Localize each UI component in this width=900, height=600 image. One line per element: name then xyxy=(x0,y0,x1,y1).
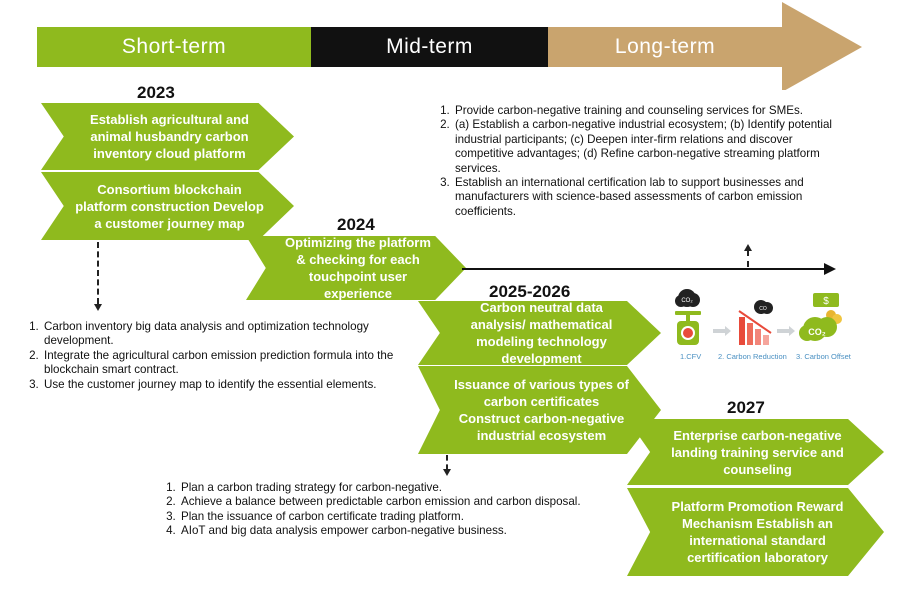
carbon-offset-icon: $ CO₂ xyxy=(799,293,842,341)
carbon-reduction-icon: CO xyxy=(738,300,773,345)
milestone-2023-cloud-platform: Establish agricultural and animal husban… xyxy=(41,103,294,170)
long-term-arrow xyxy=(548,2,862,90)
milestone-2023-blockchain: Consortium blockchain platform construct… xyxy=(41,172,294,240)
milestone-label: Issuance of various types of carbon cert… xyxy=(454,377,629,443)
timeline-line xyxy=(462,268,826,270)
milestone-label: Platform Promotion Reward Mechanism Esta… xyxy=(671,499,844,565)
offset-dollar-text: $ xyxy=(823,296,829,307)
carbon-process-illustration: CO₂ CO $ CO₂ xyxy=(675,289,842,345)
milestone-label: Consortium blockchain platform construct… xyxy=(75,181,264,231)
offset-co2-text: CO₂ xyxy=(808,327,826,337)
milestone-2027-promotion: Platform Promotion Reward Mechanism Esta… xyxy=(627,488,884,576)
short-term-arrowhead xyxy=(94,304,102,311)
cfv-icon: CO₂ xyxy=(675,289,701,345)
milestone-2025-certificates: Issuance of various types of carbon cert… xyxy=(418,366,661,454)
year-2027: 2027 xyxy=(727,398,765,417)
short-term-connector xyxy=(97,242,99,304)
year-2025-2026: 2025-2026 xyxy=(489,282,571,301)
phase-mid-term: Mid-term xyxy=(386,35,473,58)
step-cfv-caption: 1.CFV xyxy=(680,352,702,361)
note-item: (a) Establish a carbon-negative industri… xyxy=(453,118,837,176)
note-item: Provide carbon-negative training and cou… xyxy=(453,104,837,118)
note-item: Integrate the agricultural carbon emissi… xyxy=(42,349,402,378)
milestone-label: Establish agricultural and animal husban… xyxy=(90,112,249,161)
note-item: Achieve a balance between predictable ca… xyxy=(179,495,589,509)
note-item: Plan the issuance of carbon certificate … xyxy=(179,510,589,524)
year-2024: 2024 xyxy=(337,215,375,234)
milestone-2024-optimization: Optimizing the platform & checking for e… xyxy=(246,236,466,300)
mid-term-segment xyxy=(311,27,548,67)
step-offset-caption: 3. Carbon Offset xyxy=(796,352,851,361)
long-term-arrowhead xyxy=(744,244,752,251)
milestone-2027-training: Enterprise carbon-negative landing train… xyxy=(627,419,884,485)
phase-short-term: Short-term xyxy=(121,35,227,58)
year-2023: 2023 xyxy=(137,83,175,102)
reduction-co2-text: CO xyxy=(759,306,767,312)
note-item: Use the customer journey map to identify… xyxy=(42,378,402,392)
milestone-label: Carbon neutral data analysis/ mathematic… xyxy=(470,300,613,366)
short-term-segment xyxy=(37,27,311,67)
timeline-arrowhead xyxy=(824,263,836,275)
mid-term-connector xyxy=(446,455,448,470)
note-item: Plan a carbon trading strategy for carbo… xyxy=(179,481,589,495)
long-term-notes: Provide carbon-negative training and cou… xyxy=(435,104,837,219)
mid-term-notes: Plan a carbon trading strategy for carbo… xyxy=(161,481,589,539)
phase-long-term: Long-term xyxy=(614,35,716,58)
timeline-banner xyxy=(37,2,862,90)
note-item: Carbon inventory big data analysis and o… xyxy=(42,320,402,349)
step-reduction-caption: 2. Carbon Reduction xyxy=(718,352,787,361)
cfv-co2-text: CO₂ xyxy=(681,298,693,304)
milestone-label: Optimizing the platform & checking for e… xyxy=(285,235,431,301)
mid-term-arrowhead xyxy=(443,469,451,476)
note-item: Establish an international certification… xyxy=(453,176,837,219)
milestone-label: Enterprise carbon-negative landing train… xyxy=(671,427,844,477)
short-term-notes: Carbon inventory big data analysis and o… xyxy=(24,320,402,392)
milestone-2025-data-analysis: Carbon neutral data analysis/ mathematic… xyxy=(418,301,661,365)
note-item: AIoT and big data analysis empower carbo… xyxy=(179,524,589,538)
long-term-connector xyxy=(747,250,749,267)
